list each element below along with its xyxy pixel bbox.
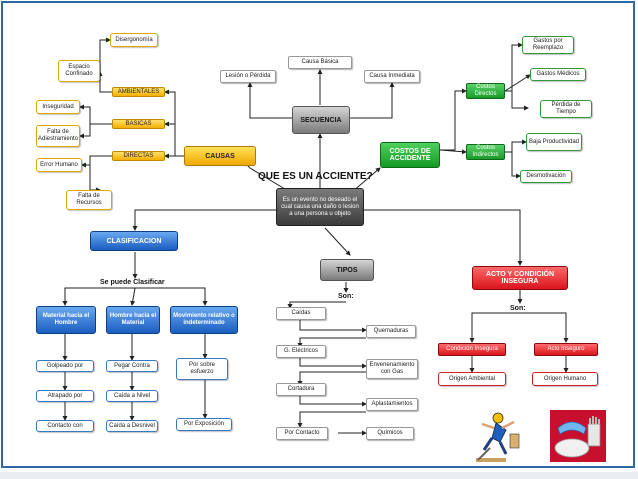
acto-inseguro-box: Acto Inseguro: [534, 343, 598, 356]
ambientales-category: AMBIENTALES: [112, 87, 165, 97]
directas-category: DIRECTAS: [112, 151, 165, 161]
quemaduras-box: Quemaduras: [366, 325, 416, 338]
costos-directos-box: Costos Directos: [466, 83, 505, 99]
gastos-medicos-box: Gastos Médicos: [530, 68, 586, 81]
acto-condicion-node: ACTO Y CONDICIÓN INSEGURA: [472, 266, 568, 290]
tipos-son-label: Son:: [338, 293, 354, 300]
caida-nivel-box: Caída a Nivel: [106, 390, 158, 402]
tipos-node: TIPOS: [320, 259, 374, 281]
basicas-category: BASICAS: [112, 119, 165, 129]
baja-productividad-box: Baja Productividad: [526, 133, 582, 151]
material-hombre-column: Material hacia el Hombre: [36, 306, 96, 334]
disergonomia-box: Disergonomía: [110, 33, 158, 47]
se-puede-clasificar-label: Se puede Clasificar: [100, 279, 165, 286]
espacio-confinado-box: Espacio Confinado: [58, 60, 100, 82]
origen-humano-box: Origen Humano: [532, 372, 598, 386]
clasificacion-node: CLASIFICACION: [90, 231, 178, 251]
acto-son-label: Son:: [510, 305, 526, 312]
lesion-perdida-box: Lesión o Pérdida: [220, 70, 276, 83]
falta-recursos-box: Falta de Recursos: [66, 190, 112, 210]
safety-equipment-icon: [550, 410, 606, 462]
golpes-electricos-box: G. Eléctricos: [276, 345, 326, 358]
bottom-strip: [0, 472, 638, 479]
error-humano-box: Error Humano: [36, 158, 82, 172]
falling-worker-icon: [472, 408, 522, 464]
sobre-esfuerzo-box: Por sobre esfuerzo: [176, 358, 228, 380]
condicion-insegura-box: Condición Insegura: [438, 343, 506, 356]
caidas-box: Caídas: [276, 307, 326, 320]
envenenamiento-box: Envenenamiento con Gas: [366, 359, 418, 379]
falta-adiestramiento-box: Falta de Adiestramiento: [36, 125, 80, 147]
costos-indirectos-box: Costos Indirectos: [466, 144, 505, 160]
hombre-material-column: Hombre hacia el Material: [106, 306, 160, 334]
inseguridad-box: Inseguridad: [36, 100, 80, 114]
atrapado-por-box: Atrapado por: [36, 390, 94, 402]
costos-node: COSTOS DE ACCIDENTE: [380, 142, 440, 168]
contacto-con-box: Contacto con: [36, 420, 94, 432]
gastos-reemplazo-box: Gastos por Reemplazo: [522, 36, 574, 54]
desmotivacion-box: Desmotivación: [520, 170, 572, 183]
causa-inmediata-box: Causa Inmediata: [364, 70, 420, 83]
pegar-contra-box: Pegar Contra: [106, 360, 158, 372]
secuencia-node: SECUENCIA: [292, 106, 350, 134]
por-exposicion-box: Por Exposición: [176, 418, 232, 431]
map-title: QUE ES UN ACCIENTE?: [258, 171, 373, 182]
causa-basica-box: Causa Básica: [288, 56, 352, 69]
definition-box: Es un evento no deseado el cual causa un…: [276, 188, 364, 226]
golpeado-por-box: Golpeado por: [36, 360, 94, 372]
cortadura-box: Cortadura: [276, 383, 326, 396]
por-contacto-box: Por Contacto: [276, 427, 328, 440]
caida-desnivel-box: Caída a Desnivel: [106, 420, 158, 432]
perdida-tiempo-box: Pérdida de Tiempo: [540, 100, 592, 118]
aplastamientos-box: Aplastamientos: [366, 398, 418, 411]
quimicos-box: Químicos: [366, 427, 414, 440]
movimiento-relativo-column: Movimiento relativo o indeterminado: [170, 306, 238, 334]
origen-ambiental-box: Origen Ambiental: [438, 372, 506, 386]
causas-node: CAUSAS: [184, 146, 256, 166]
